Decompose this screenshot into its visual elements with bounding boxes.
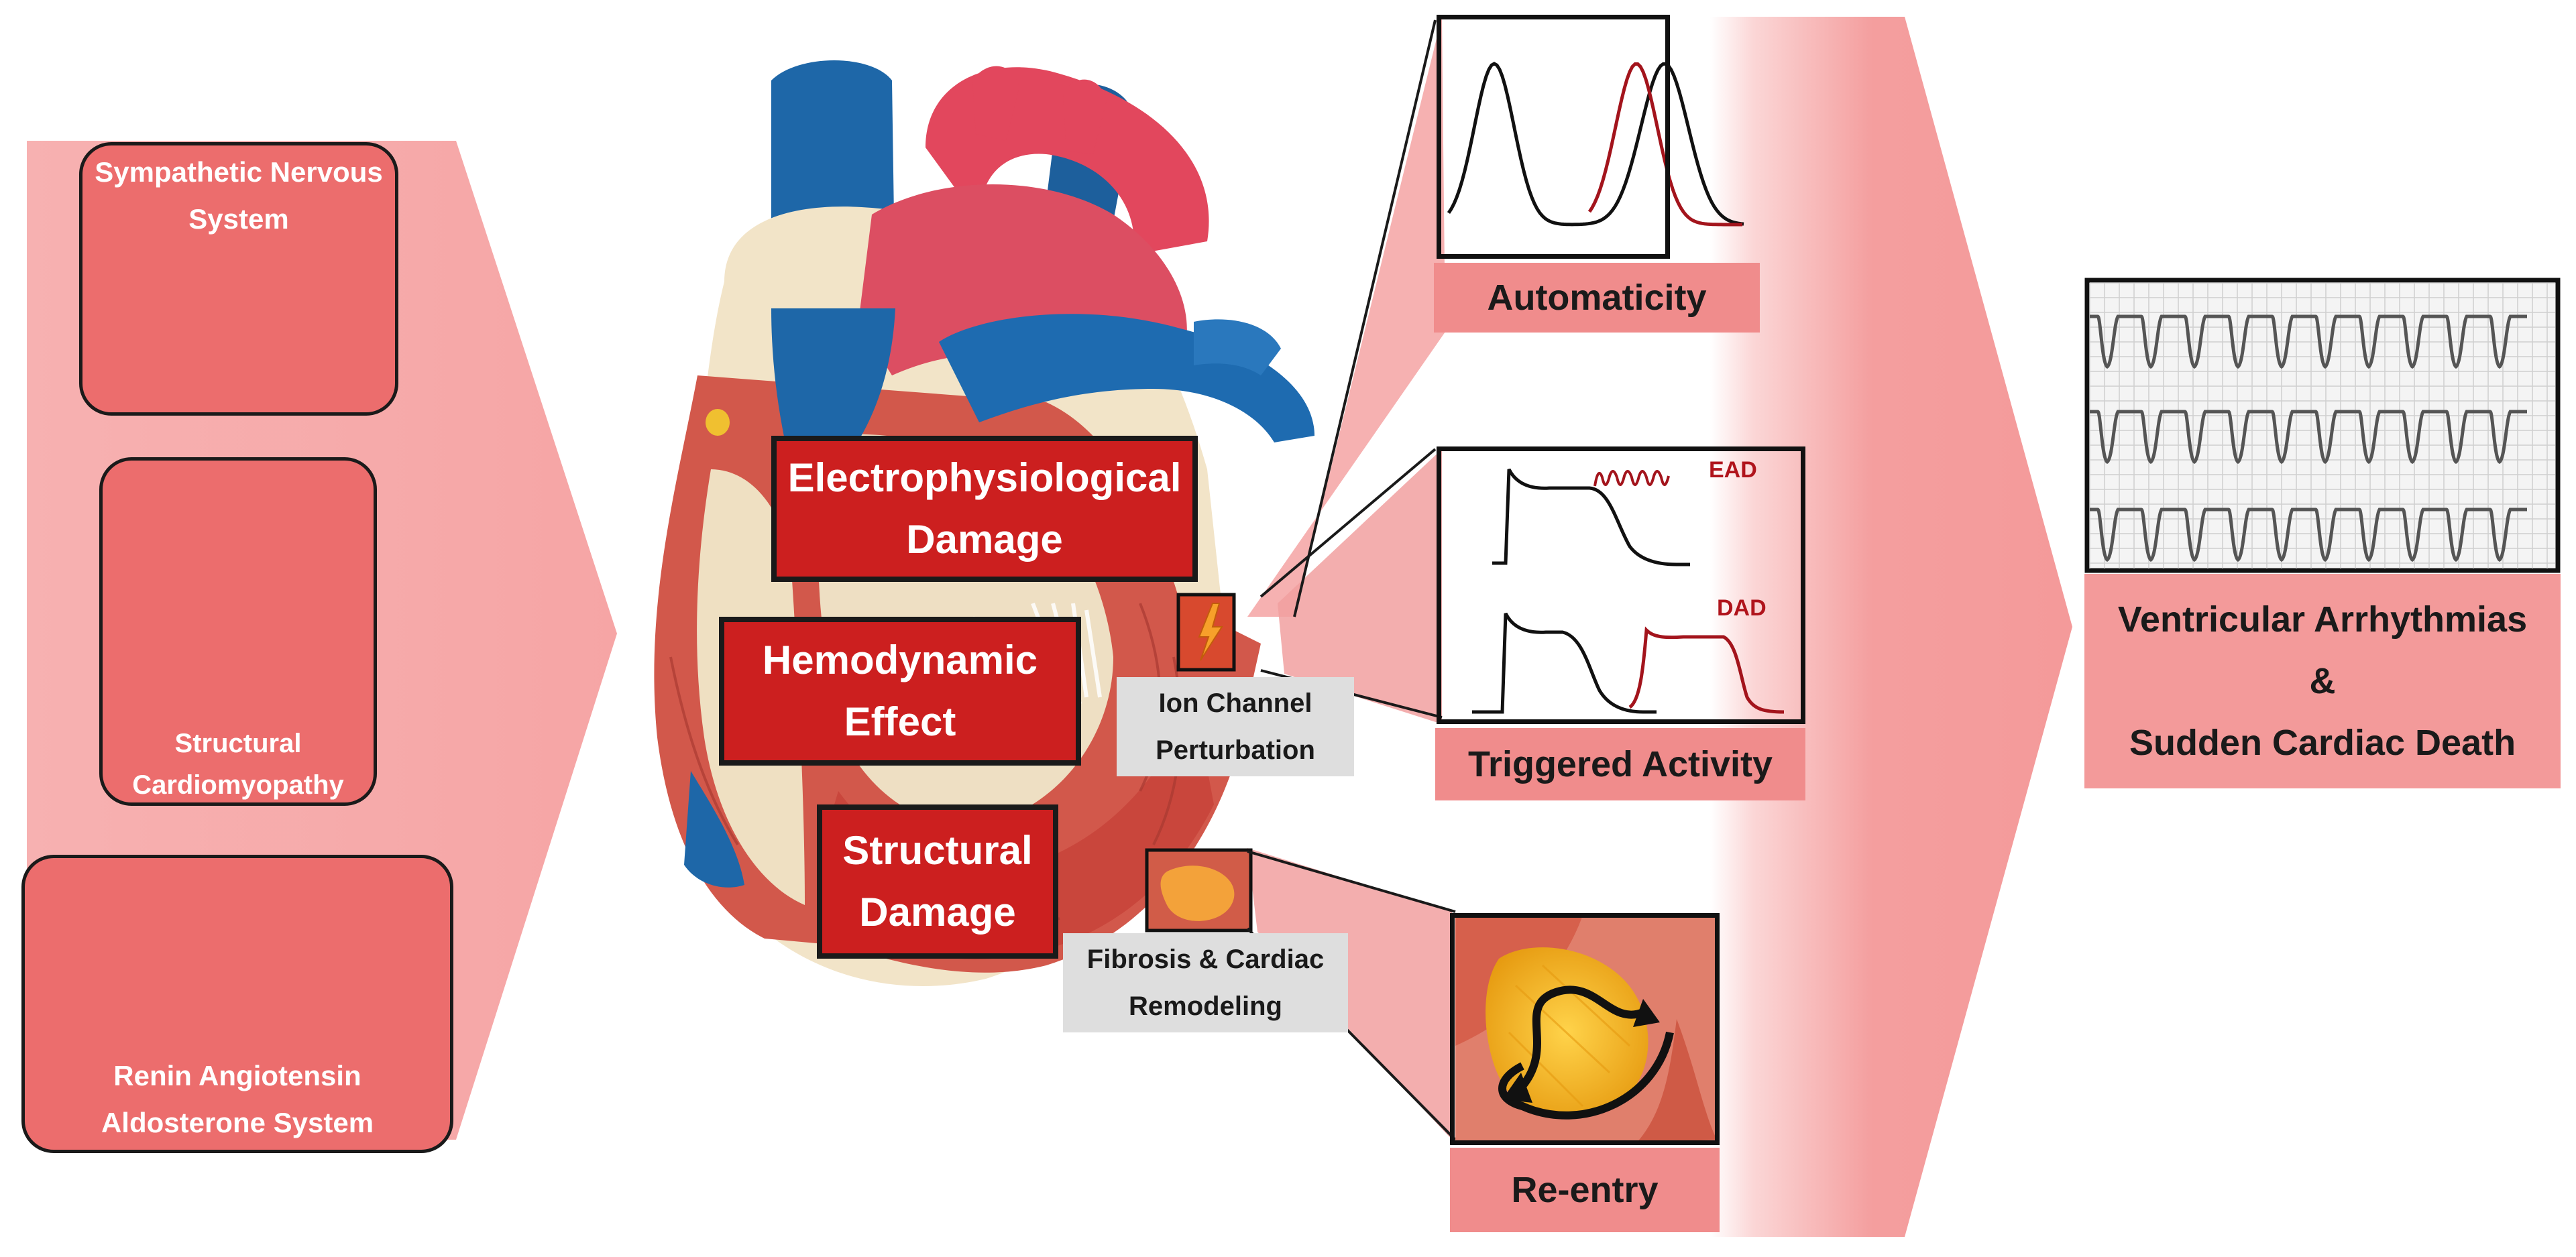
automaticity-trace-baseline	[1447, 62, 1744, 227]
lightning-icon	[1198, 603, 1223, 661]
ecg-row-1	[2090, 314, 2527, 369]
reentry-illustration	[1455, 915, 1717, 1143]
ead-oscillation	[1593, 470, 1670, 487]
damage-label-line: Effect	[844, 699, 956, 744]
factor-label-raas: Renin Angiotensin Aldosterone System	[21, 1053, 453, 1146]
factor-label-line: System	[188, 203, 289, 235]
ecg-row-3	[2090, 507, 2527, 562]
ead-label: EAD	[1709, 457, 1757, 483]
structural-damage-box: Structural Damage	[817, 804, 1058, 959]
tag-line: Ion Channel	[1158, 689, 1312, 718]
factor-card-sympathetic	[79, 142, 398, 416]
tag-line: Remodeling	[1129, 992, 1282, 1021]
reentry-caption: Re-entry	[1450, 1148, 1720, 1232]
dad-label: DAD	[1717, 595, 1767, 621]
dad-triggered-beat	[1628, 626, 1785, 714]
ion-channel-tag: Ion Channel Perturbation	[1117, 677, 1354, 776]
fibrosis-tag: Fibrosis & Cardiac Remodeling	[1063, 933, 1348, 1032]
automaticity-caption: Automaticity	[1434, 263, 1760, 333]
damage-label-line: Electrophysiological	[787, 455, 1182, 500]
right-arrow	[1710, 17, 2072, 1237]
factor-label-structural: Structural Cardiomyopathy	[99, 721, 377, 808]
outcome-line: Ventricular Arrhythmias	[2117, 599, 2528, 640]
factor-label-line: Cardiomyopathy	[132, 770, 344, 800]
caption-text: Automaticity	[1487, 278, 1707, 318]
ecg-strip	[2084, 278, 2561, 573]
funnel-triggered	[1278, 449, 1442, 724]
factor-label-line: Sympathetic Nervous	[95, 156, 383, 188]
damage-label-line: Damage	[906, 517, 1063, 562]
outcome-line: &	[2309, 661, 2336, 701]
factor-label-line: Structural	[174, 729, 302, 758]
outcome-box: Ventricular Arrhythmias & Sudden Cardiac…	[2084, 574, 2561, 788]
factor-label-line: Aldosterone System	[101, 1107, 374, 1138]
triggered-activity-caption: Triggered Activity	[1435, 728, 1805, 800]
ead-action-potential	[1492, 468, 1690, 566]
electrophysiological-damage-box: Electrophysiological Damage	[771, 436, 1198, 582]
reentry-panel	[1450, 913, 1720, 1145]
hemodynamic-effect-box: Hemodynamic Effect	[719, 617, 1081, 766]
caption-text: Triggered Activity	[1467, 744, 1773, 784]
automaticity-panel	[1437, 15, 1670, 259]
tag-line: Fibrosis & Cardiac	[1086, 945, 1325, 974]
outcome-line: Sudden Cardiac Death	[2129, 723, 2516, 763]
funnel-reentry	[1247, 848, 1452, 1140]
factor-label-line: Renin Angiotensin	[113, 1060, 361, 1091]
damage-label-line: Structural	[842, 828, 1033, 873]
dad-action-potential	[1472, 612, 1657, 714]
damage-label-line: Damage	[859, 890, 1016, 935]
damage-label-line: Hemodynamic	[762, 638, 1038, 682]
funnel-automaticity	[1247, 17, 1445, 617]
factor-card-raas	[21, 855, 453, 1153]
triggered-activity-panel	[1437, 446, 1805, 724]
factor-label-sympathetic: Sympathetic Nervous System	[79, 149, 398, 243]
ecg-row-2	[2090, 410, 2527, 464]
caption-text: Re-entry	[1511, 1170, 1659, 1210]
factor-card-structural	[99, 457, 377, 806]
tag-line: Perturbation	[1156, 735, 1315, 765]
